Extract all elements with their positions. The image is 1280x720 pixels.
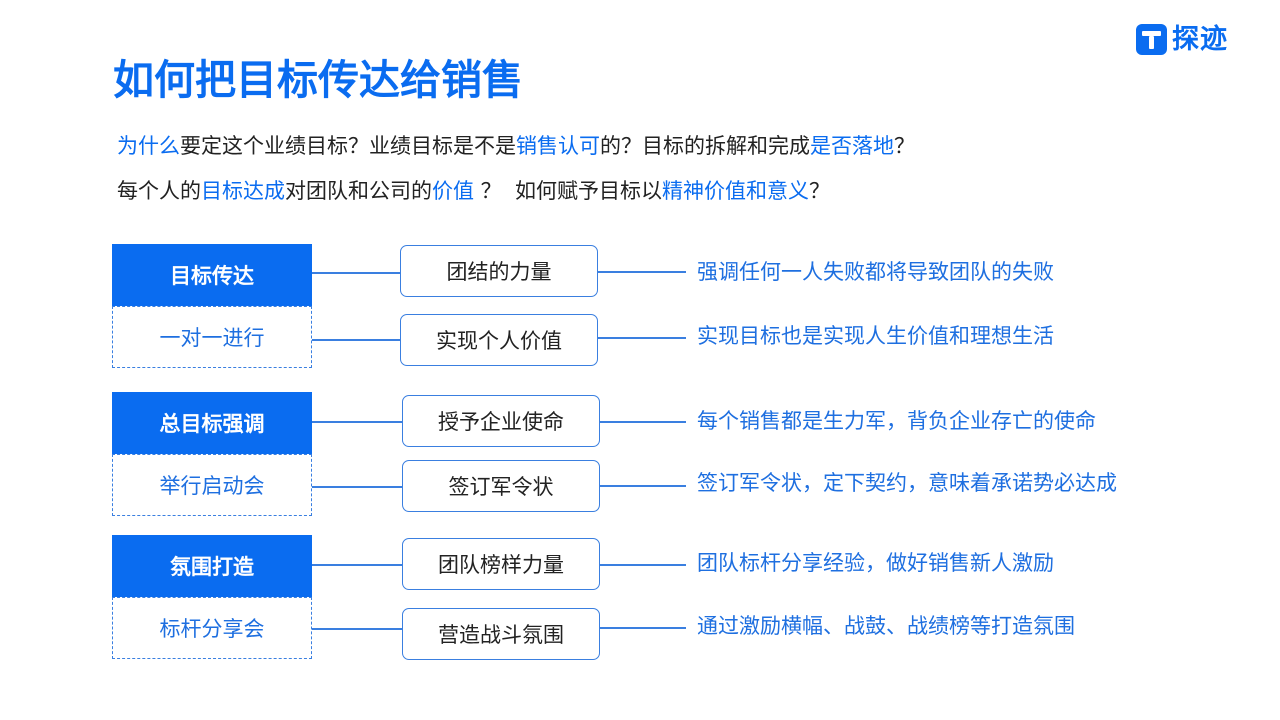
intro-segment: ？ 如何赋予目标以 xyxy=(474,179,663,203)
group-3-item-1-box: 团队榜样力量 xyxy=(402,538,600,590)
group-1-secondary-box: 一对一进行 xyxy=(112,306,312,368)
connector-line xyxy=(600,421,686,423)
group-2-item-2-desc: 签订军令状，定下契约，意味着承诺势必达成 xyxy=(697,471,1117,495)
connector-line xyxy=(312,486,402,488)
intro-line-2: 每个人的目标达成对团队和公司的价值 ？ 如何赋予目标以精神价值和意义？ xyxy=(117,176,830,206)
intro-segment: 每个人的 xyxy=(117,179,201,203)
group-1-item-2-desc: 实现目标也是实现人生价值和理想生活 xyxy=(697,324,1054,348)
brand-logo-text: 探迹 xyxy=(1172,24,1228,55)
brand-mark-icon xyxy=(1136,24,1167,55)
intro-segment: 销售认可 xyxy=(516,134,600,158)
intro-segment: 对团队和公司的 xyxy=(285,179,432,203)
intro-segment: 目标达成 xyxy=(201,179,285,203)
group-1-primary-box: 目标传达 xyxy=(112,244,312,306)
group-2-primary-box: 总目标强调 xyxy=(112,392,312,454)
group-1-item-2-box: 实现个人价值 xyxy=(400,314,598,366)
group-3-item-1-desc: 团队标杆分享经验，做好销售新人激励 xyxy=(697,551,1054,575)
intro-line-1: 为什么要定这个业绩目标？业绩目标是不是销售认可的？目标的拆解和完成是否落地？ xyxy=(117,131,915,161)
connector-line xyxy=(600,564,686,566)
intro-segment: ？ xyxy=(809,179,831,203)
group-1-item-1-desc: 强调任何一人失败都将导致团队的失败 xyxy=(697,260,1054,284)
connector-line xyxy=(312,272,400,274)
group-3-primary-box: 氛围打造 xyxy=(112,535,312,597)
intro-segment: 是否落地 xyxy=(810,134,894,158)
page-title: 如何把目标传达给销售 xyxy=(113,56,523,104)
group-3-item-2-desc: 通过激励横幅、战鼓、战绩榜等打造氛围 xyxy=(697,614,1075,638)
group-1-item-1-box: 团结的力量 xyxy=(400,245,598,297)
connector-line xyxy=(312,421,402,423)
connector-line xyxy=(312,564,402,566)
brand-logo: 探迹 xyxy=(1136,24,1228,55)
group-3-secondary-box: 标杆分享会 xyxy=(112,597,312,659)
intro-segment: 精神价值和意义 xyxy=(662,179,810,203)
connector-line xyxy=(598,337,686,339)
intro-segment: 的？目标的拆解和完成 xyxy=(600,134,810,158)
intro-segment: 为什么 xyxy=(117,134,180,158)
group-2-secondary-box: 举行启动会 xyxy=(112,454,312,516)
group-2-item-1-desc: 每个销售都是生力军，背负企业存亡的使命 xyxy=(697,409,1096,433)
connector-line xyxy=(312,628,402,630)
connector-line xyxy=(312,339,400,341)
intro-segment: 要定这个业绩目标？业绩目标是不是 xyxy=(180,134,516,158)
intro-segment: ？ xyxy=(894,134,915,158)
group-3-item-2-box: 营造战斗氛围 xyxy=(402,608,600,660)
intro-segment: 价值 xyxy=(432,179,474,203)
group-2-item-1-box: 授予企业使命 xyxy=(402,395,600,447)
group-2-item-2-box: 签订军令状 xyxy=(402,460,600,512)
connector-line xyxy=(598,271,686,273)
connector-line xyxy=(600,485,686,487)
connector-line xyxy=(600,627,686,629)
